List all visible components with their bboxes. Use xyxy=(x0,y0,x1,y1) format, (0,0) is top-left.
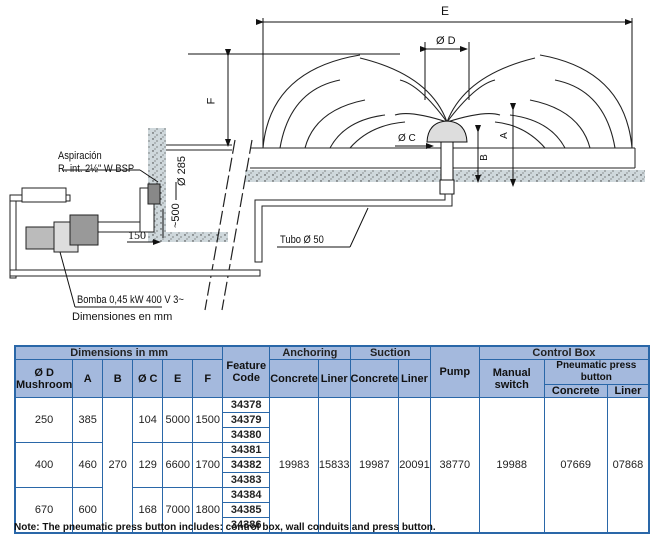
label-f: F xyxy=(205,97,218,105)
header-suction-liner: Liner xyxy=(398,359,431,398)
label-aspiracion: Aspiración xyxy=(58,150,102,162)
cell-pneumatic-liner: 07868 xyxy=(606,397,650,534)
cell-b: 270 xyxy=(102,397,134,534)
cell-e: 7000 xyxy=(162,487,194,534)
cell-e: 6600 xyxy=(162,442,194,488)
cell-d: 400 xyxy=(14,442,74,488)
cell-pneumatic-concrete: 07669 xyxy=(543,397,608,534)
cell-a: 385 xyxy=(72,397,104,443)
table-row: 34380 xyxy=(15,427,649,443)
mushroom-nozzle xyxy=(426,120,468,143)
table-row: 670 600 168 7000 1800 34384 xyxy=(14,487,649,534)
label-c: Ø C xyxy=(398,133,416,144)
header-b: B xyxy=(102,359,134,398)
label-units: Dimensiones en mm xyxy=(72,311,173,323)
table-row: 34386 xyxy=(15,517,649,534)
pool-floor-left xyxy=(148,232,228,242)
specification-table: Dimensions in mm Feature Code Anchoring … xyxy=(14,345,650,534)
cell-code: 34382 xyxy=(222,457,271,473)
cell-a: 600 xyxy=(72,487,104,534)
cell-f: 1700 xyxy=(192,442,224,488)
cell-c: 168 xyxy=(132,487,164,534)
cell-suction-liner: 20091 xyxy=(398,397,431,534)
label-150: 150 xyxy=(128,228,146,242)
table-row: 34385 xyxy=(15,502,649,518)
cell-code: 34379 xyxy=(222,412,271,428)
cell-pump: 38770 xyxy=(429,397,480,534)
label-b: B xyxy=(478,154,490,161)
label-d: Ø D xyxy=(436,35,456,47)
cell-a: 460 xyxy=(72,442,104,488)
label-tubo: Tubo Ø 50 xyxy=(280,234,324,246)
cell-manual-switch: 19988 xyxy=(478,397,545,534)
header-pneumatic-liner: Liner xyxy=(606,384,650,398)
header-suction: Suction xyxy=(349,345,431,360)
cell-c: 129 xyxy=(132,442,164,488)
header-mushroom: Ø D Mushroom xyxy=(14,359,74,398)
label-aspiracion-thread: R. int. 2½" W BSP xyxy=(58,163,135,175)
header-c: Ø C xyxy=(132,359,164,398)
cell-d: 250 xyxy=(14,397,74,443)
header-control-box: Control Box xyxy=(478,345,650,360)
header-anchoring-liner: Liner xyxy=(317,359,351,398)
header-manual-switch: Manual switch xyxy=(478,359,545,398)
cell-code: 34378 xyxy=(222,397,271,413)
table-row: 34382 xyxy=(15,457,649,473)
cell-suction-concrete: 19987 xyxy=(349,397,400,534)
table-note: Note: The pneumatic press button include… xyxy=(14,522,436,533)
label-bomba: Bomba 0,45 kW 400 V 3~ xyxy=(77,294,184,306)
label-e: E xyxy=(441,4,450,18)
header-anchoring-concrete: Concrete xyxy=(269,359,319,398)
cell-code: 34386 xyxy=(222,517,271,534)
header-e: E xyxy=(162,359,194,398)
label-a: A xyxy=(498,132,510,139)
cell-d: 670 xyxy=(14,487,74,534)
pump-icon xyxy=(21,183,161,253)
header-feature-code: Feature Code xyxy=(222,345,271,398)
header-f: F xyxy=(192,359,224,398)
header-pneumatic: Pneumatic press button xyxy=(543,359,650,385)
fountain-installation-drawing xyxy=(9,18,645,311)
cell-code: 34384 xyxy=(222,487,271,503)
cell-c: 104 xyxy=(132,397,164,443)
break-lines xyxy=(204,139,253,311)
header-pneumatic-concrete: Concrete xyxy=(543,384,608,398)
label-diameter-285: Ø 285 xyxy=(176,156,188,186)
header-a: A xyxy=(72,359,104,398)
cell-f: 1500 xyxy=(192,397,224,443)
cell-code: 34381 xyxy=(222,442,271,458)
label-500: ~500 xyxy=(170,203,182,228)
cell-code: 34385 xyxy=(222,502,271,518)
header-dimensions: Dimensions in mm xyxy=(14,345,224,360)
header-suction-concrete: Concrete xyxy=(349,359,400,398)
water-surface-lines xyxy=(166,144,636,169)
cell-e: 5000 xyxy=(162,397,194,443)
header-anchoring: Anchoring xyxy=(269,345,351,360)
water-spray-arcs xyxy=(262,54,633,149)
cell-code: 34380 xyxy=(222,427,271,443)
cell-anchoring-concrete: 19983 xyxy=(269,397,319,534)
cell-code: 34383 xyxy=(222,472,271,488)
cell-anchoring-liner: 15833 xyxy=(317,397,351,534)
header-pump: Pump xyxy=(429,345,480,398)
table-row: 250 385 270 104 5000 1500 34378 19983 15… xyxy=(14,397,650,534)
